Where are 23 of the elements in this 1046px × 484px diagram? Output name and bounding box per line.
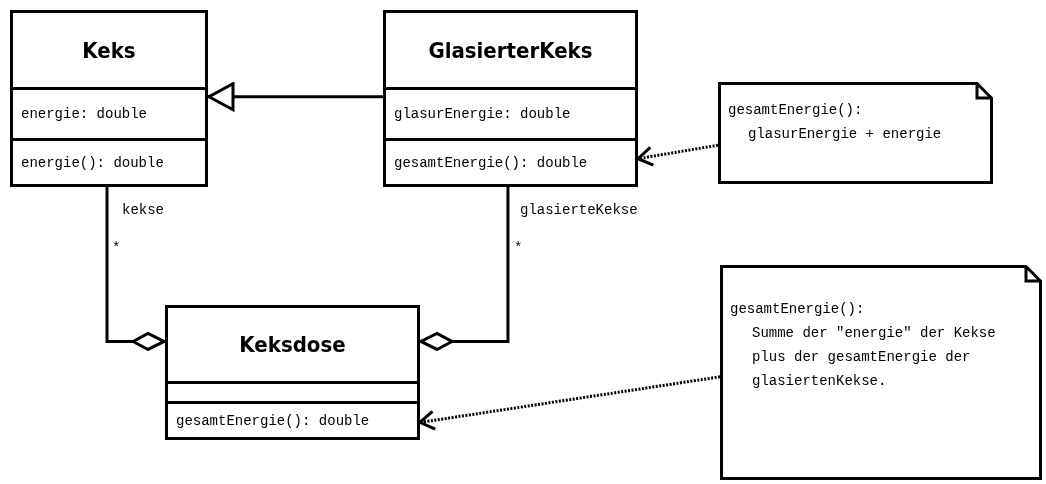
note-box [718,82,993,184]
class-name: Keksdose [239,332,346,357]
note-heading: gesamtEnergie(): [730,300,865,319]
role-label: glasierteKekse [520,202,638,218]
dotted-arrow [636,143,719,167]
method-text: gesamtEnergie(): double [176,412,370,429]
note-heading: gesamtEnergie(): [728,101,863,120]
dotted-arrow [418,375,721,431]
note-text: Summe der "energie" der Kekse plus der gesamtEnergie der glasiertenKekse. [752,324,997,391]
method-text: energie(): double [21,154,164,171]
aggregation-line [419,187,510,351]
aggregation-line [105,187,166,351]
class-box [10,10,208,187]
generalization-arrow [207,82,383,112]
method-text: gesamtEnergie(): double [394,154,588,171]
attribute-text: energie: double [21,106,148,122]
class-name: GlasierterKeks [428,37,593,63]
class-box [383,10,638,187]
attribute-text: glasurEnergie: double [394,106,571,122]
class-box [165,305,420,440]
note-box [720,265,1042,480]
class-name: Keks [82,37,136,63]
note-text: glasurEnergie + energie [748,125,943,144]
